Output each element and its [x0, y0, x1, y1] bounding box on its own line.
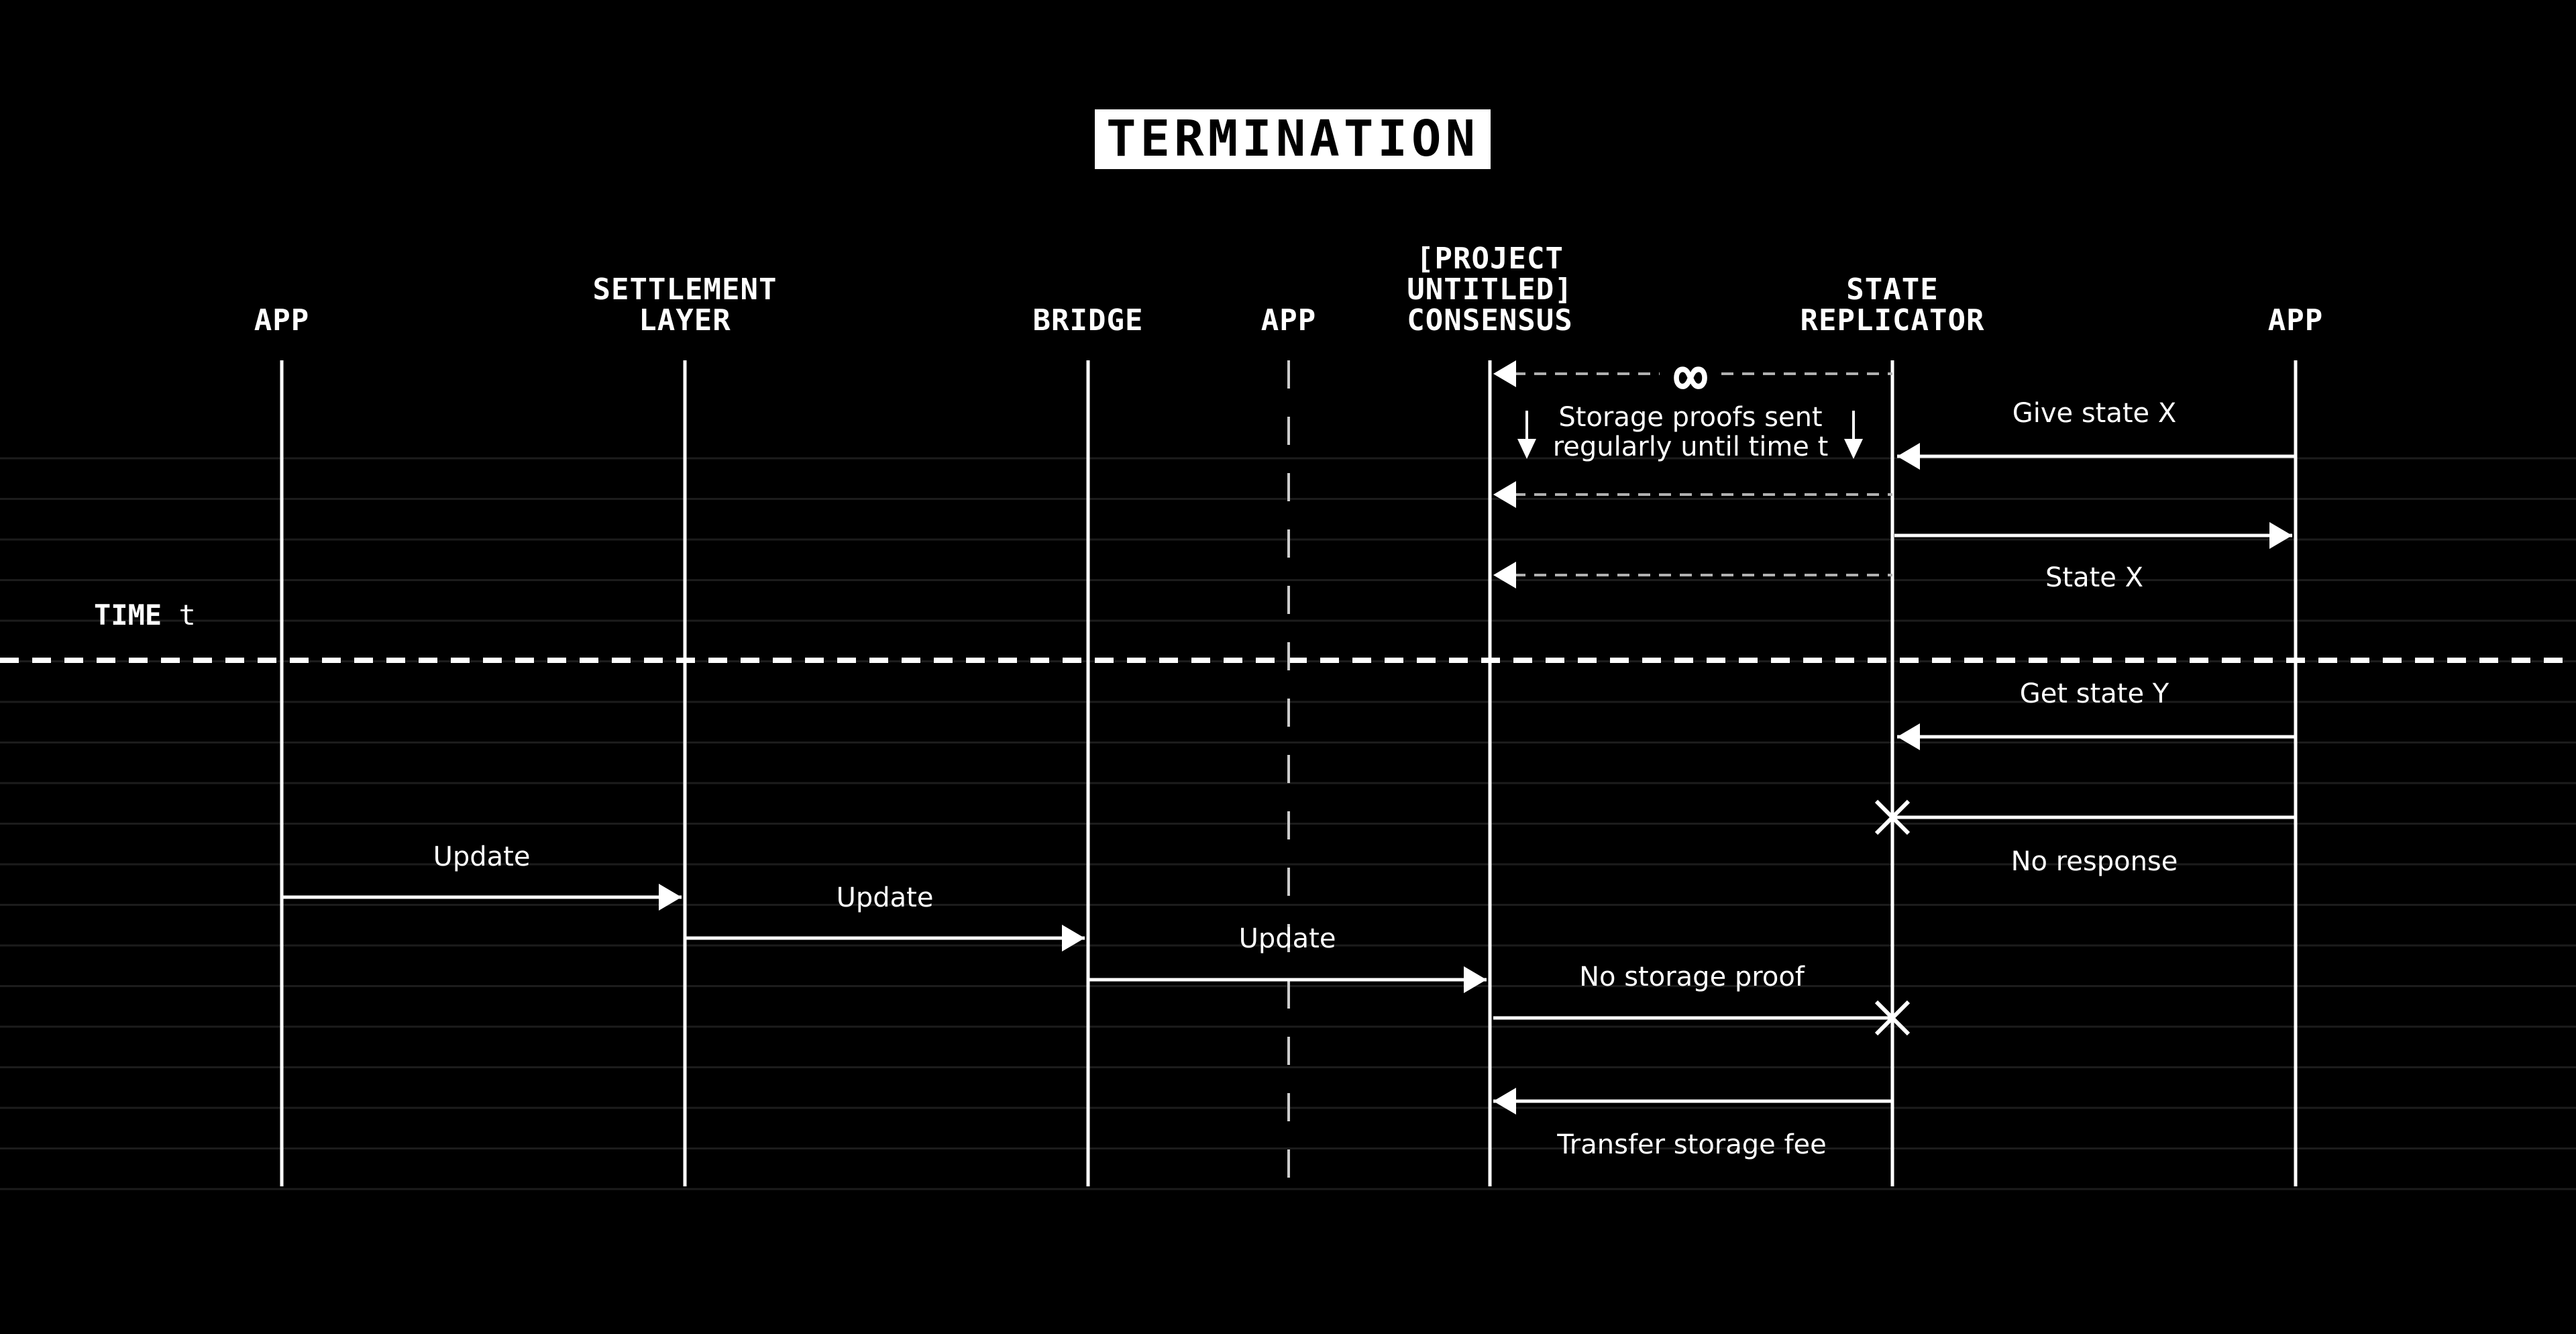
message-label-state-x: State X [2045, 562, 2143, 593]
message-label-no-storage-proof: No storage proof [1579, 962, 1805, 992]
message-label-update-3: Update [1239, 923, 1336, 954]
infinity-icon: ∞ [1674, 343, 1708, 409]
lifeline-header-bridge: BRIDGE [1033, 303, 1144, 338]
arrowhead-update-1 [659, 884, 682, 911]
arrowhead-transfer-storage-fee [1493, 1088, 1516, 1115]
down-arrow-icon [1844, 439, 1863, 459]
arrowhead-get-state-y [1897, 723, 1920, 750]
message-label-no-response: No response [2011, 846, 2178, 877]
arrowhead-storage-proof-1 [1493, 360, 1516, 387]
arrowhead-storage-proof-3 [1493, 562, 1516, 588]
message-label-get-state-y: Get state Y [2020, 678, 2169, 709]
time-divider-label: TIME t [94, 599, 196, 631]
message-label-transfer-storage-fee: Transfer storage fee [1556, 1129, 1827, 1160]
lost-message-cross-no-storage-proof [1874, 1000, 1911, 1036]
arrowhead-storage-proof-2 [1493, 481, 1516, 508]
lifeline-header-app-right: APP [2268, 303, 2323, 338]
down-arrow-icon [1517, 439, 1536, 459]
arrowhead-give-state-x [1897, 443, 1920, 470]
arrowhead-update-2 [1062, 925, 1085, 952]
lost-message-cross-no-response [1874, 799, 1911, 835]
message-label-give-state-x: Give state X [2012, 398, 2177, 429]
message-label-update-1: Update [433, 841, 531, 872]
lifeline-header-app-left: APP [254, 303, 309, 338]
loop-annotation-text: regularly until time t [1553, 431, 1829, 462]
arrowhead-update-3 [1464, 966, 1487, 993]
loop-annotation-text: Storage proofs sent [1558, 402, 1822, 433]
lifeline-header-app-middle: APP [1261, 303, 1316, 338]
arrowhead-state-x [2269, 522, 2292, 549]
diagram-title: TERMINATION [1095, 109, 1491, 169]
message-label-update-2: Update [837, 882, 934, 913]
